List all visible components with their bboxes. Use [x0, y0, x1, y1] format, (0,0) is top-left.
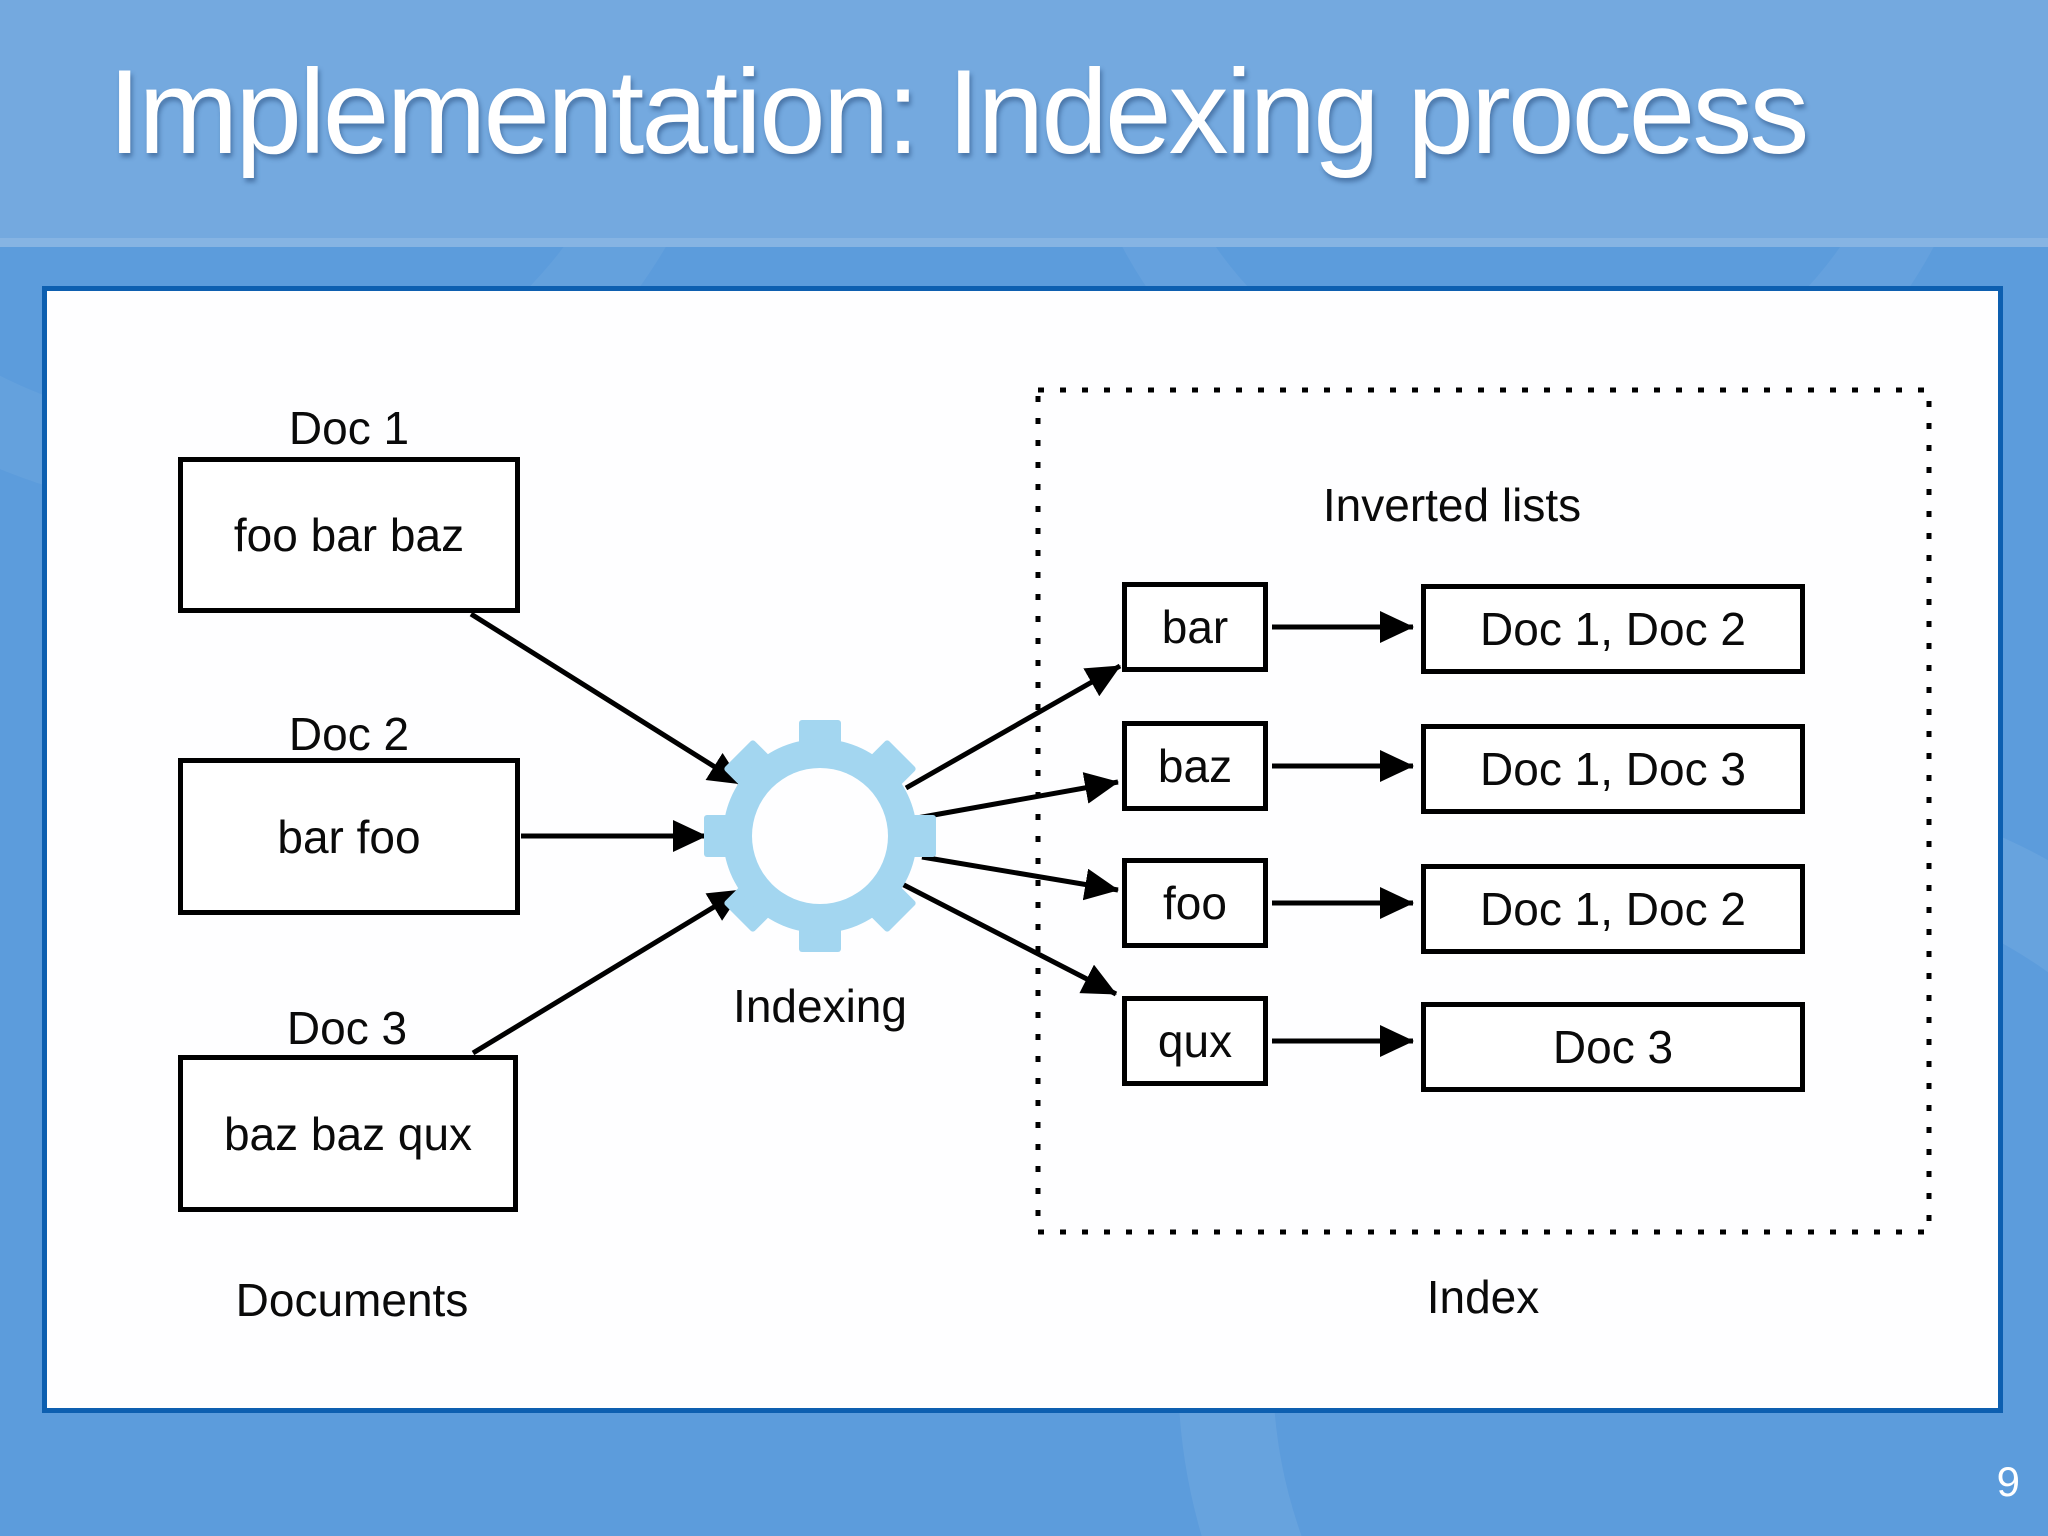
doc3-content: baz baz qux — [223, 1107, 473, 1160]
postings-box-qux: Doc 3 — [1421, 1002, 1805, 1092]
term-foo: foo — [1163, 877, 1227, 929]
arrow-indexing-to-bar — [904, 663, 1122, 791]
index-dotted-boundary — [1035, 387, 1932, 1235]
doc3-box: baz baz qux — [178, 1055, 518, 1212]
doc1-label: Doc 1 — [288, 402, 410, 454]
postings-baz: Doc 1, Doc 3 — [1480, 743, 1746, 795]
term-baz: baz — [1157, 740, 1233, 792]
postings-foo: Doc 1, Doc 2 — [1480, 883, 1746, 935]
arrow-doc1-to-indexing — [469, 611, 744, 787]
documents-section-label: Documents — [235, 1274, 469, 1326]
term-bar: bar — [1161, 601, 1229, 653]
page-number: 9 — [1996, 1458, 2020, 1505]
arrow-doc3-to-indexing — [471, 887, 744, 1056]
postings-bar: Doc 1, Doc 2 — [1480, 603, 1746, 655]
doc1-box: foo bar baz — [178, 457, 520, 613]
index-section-label: Index — [1426, 1271, 1540, 1323]
title-band — [0, 0, 2048, 247]
term-qux: qux — [1157, 1015, 1233, 1067]
term-box-qux: qux — [1122, 996, 1268, 1086]
term-box-foo: foo — [1122, 858, 1268, 948]
postings-box-foo: Doc 1, Doc 2 — [1421, 864, 1805, 954]
arrow-indexing-to-foo — [921, 854, 1119, 901]
arrow-indexing-to-qux — [900, 881, 1118, 997]
inverted-lists-title: Inverted lists — [1322, 479, 1582, 531]
postings-qux: Doc 3 — [1552, 1021, 1674, 1073]
term-box-baz: baz — [1122, 721, 1268, 811]
doc2-content: bar foo — [277, 810, 421, 863]
page-title: Implementation: Indexing process — [108, 45, 1809, 179]
gear-icon — [704, 720, 936, 952]
postings-box-bar: Doc 1, Doc 2 — [1421, 584, 1805, 674]
doc3-label: Doc 3 — [286, 1002, 408, 1054]
arrow-indexing-to-baz — [916, 772, 1119, 821]
doc2-label: Doc 2 — [288, 708, 410, 760]
doc1-content: foo bar baz — [233, 509, 465, 561]
indexing-label: Indexing — [733, 980, 907, 1032]
postings-box-baz: Doc 1, Doc 3 — [1421, 724, 1805, 814]
doc2-box: bar foo — [178, 758, 520, 915]
term-box-bar: bar — [1122, 582, 1268, 672]
